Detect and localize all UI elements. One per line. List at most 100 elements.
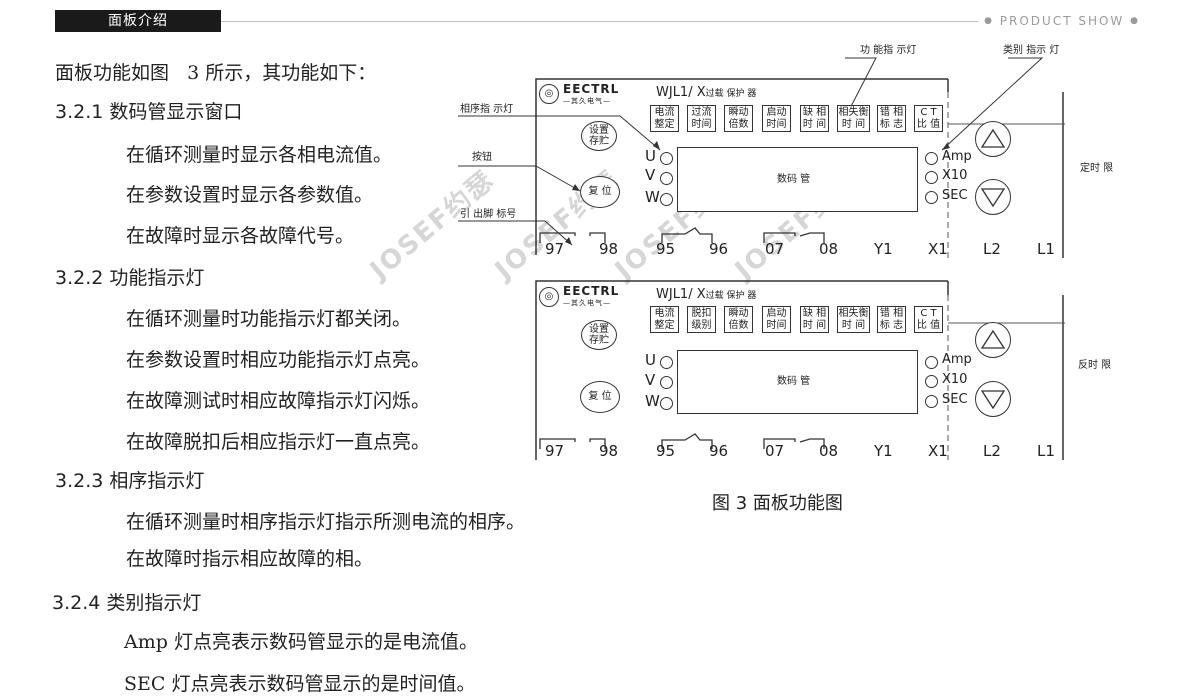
phase-led-w	[660, 397, 673, 410]
digital-display	[677, 147, 918, 212]
top-panel-frame	[535, 78, 948, 255]
terminal-96: 96	[709, 442, 729, 460]
section-3-2-2-line-3: 在故障测试时相应故障指示灯闪烁。	[126, 390, 431, 412]
terminal-08: 08	[819, 442, 839, 460]
func-button-current-setting[interactable]: 电流整定	[650, 306, 679, 333]
terminal-l1: L1	[1037, 240, 1055, 258]
up-button[interactable]	[975, 322, 1011, 358]
section-3-2-3-title: 3.2.3 相序指示灯	[55, 470, 205, 492]
terminal-x1: X1	[928, 442, 948, 460]
type-led-sec	[925, 191, 938, 204]
section-3-2-2-line-1: 在循环测量时功能指示灯都关闭。	[126, 308, 412, 330]
header-rule	[221, 21, 1146, 22]
section-3-2-4-line-1: Amp 灯点亮表示数码管显示的是电流值。	[124, 631, 478, 653]
terminal-l1: L1	[1037, 442, 1055, 460]
terminal-y1: Y1	[874, 240, 893, 258]
logo-subtitle: —其久电气—	[563, 97, 611, 105]
section-3-2-1-line-3: 在故障时显示各故障代号。	[126, 225, 355, 247]
section-3-2-4-line-2: SEC 灯点亮表示数码管显示的是时间值。	[124, 673, 476, 695]
type-led-amp	[925, 356, 938, 369]
phase-led-w	[660, 193, 673, 206]
func-button-imbalance-time[interactable]: 相失衡时 间	[837, 105, 870, 132]
phase-label-u: U	[645, 147, 656, 165]
func-button-phase-loss-time[interactable]: 缺 相时 间	[800, 105, 829, 132]
logo-icon: ◎	[539, 287, 559, 307]
terminal-08: 08	[819, 240, 839, 258]
type-led-amp	[925, 152, 938, 165]
side-label-definite-time: 定时 限	[1080, 163, 1114, 174]
phase-label-u: U	[645, 351, 656, 369]
func-button-current-setting[interactable]: 电流整定	[650, 105, 679, 132]
reset-button[interactable]: 复 位	[580, 381, 620, 413]
section-tab: 面板介绍	[55, 10, 221, 32]
func-button-instant-multiple[interactable]: 瞬动倍数	[724, 306, 753, 333]
up-triangle-icon	[980, 329, 1006, 349]
section-3-2-3-line-1: 在循环测量时相序指示灯指示所测电流的相序。	[126, 511, 526, 533]
terminal-96: 96	[709, 240, 729, 258]
terminal-95: 95	[656, 240, 676, 258]
set-store-button[interactable]: 设置 存贮	[581, 320, 617, 350]
display-label: 数码 管	[777, 174, 811, 185]
func-button-start-time[interactable]: 启动时间	[762, 105, 791, 132]
func-button-phase-error-flag[interactable]: 错 相标 志	[877, 306, 906, 333]
phase-label-v: V	[645, 371, 656, 389]
func-button-imbalance-time[interactable]: 相失衡时 间	[837, 306, 870, 333]
callout-phase-led: 相序指 示灯	[460, 104, 514, 115]
phase-label-w: W	[645, 392, 660, 410]
type-label-sec: SEC	[942, 188, 968, 203]
terminal-x1: X1	[928, 240, 948, 258]
up-triangle-icon	[980, 128, 1006, 148]
figure-caption: 图 3 面板功能图	[712, 493, 843, 514]
terminal-l2: L2	[983, 442, 1001, 460]
section-3-2-3-line-2: 在故障时指示相应故障的相。	[126, 548, 374, 570]
callout-button: 按钮	[472, 152, 492, 163]
type-label-x10: X10	[942, 372, 968, 387]
product-show-text: PRODUCT SHOW	[999, 14, 1125, 28]
terminal-98: 98	[599, 240, 619, 258]
terminal-07: 07	[765, 442, 785, 460]
func-button-phase-error-flag[interactable]: 错 相标 志	[877, 105, 906, 132]
type-led-x10	[925, 171, 938, 184]
up-button[interactable]	[975, 121, 1011, 157]
bottom-panel-frame	[535, 280, 948, 460]
side-label-inverse-time: 反时 限	[1078, 360, 1112, 371]
type-label-x10: X10	[942, 168, 968, 183]
phase-led-v	[660, 376, 673, 389]
section-3-2-4-title: 3.2.4 类别指示灯	[52, 592, 202, 614]
dot-icon: ●	[984, 16, 994, 26]
phase-led-u	[660, 152, 673, 165]
logo-icon: ◎	[539, 84, 559, 104]
func-button-overcurrent-time[interactable]: 过流时间	[687, 105, 716, 132]
reset-button[interactable]: 复 位	[580, 176, 620, 208]
type-led-sec	[925, 395, 938, 408]
func-button-start-time[interactable]: 启动时间	[762, 306, 791, 333]
down-triangle-icon	[980, 390, 1006, 410]
logo-brand: EECTRL	[563, 284, 620, 298]
dot-icon: ●	[1130, 16, 1140, 26]
callout-type-led: 类别 指示 灯	[1003, 45, 1060, 56]
intro-text: 面板功能如图 3 所示，其功能如下：	[55, 62, 377, 84]
down-button[interactable]	[975, 179, 1011, 215]
terminal-95: 95	[656, 442, 676, 460]
phase-led-v	[660, 172, 673, 185]
func-button-trip-class[interactable]: 脱扣级别	[687, 306, 716, 333]
section-3-2-2-line-4: 在故障脱扣后相应指示灯一直点亮。	[126, 431, 431, 453]
section-3-2-1-title: 3.2.1 数码管显示窗口	[55, 101, 243, 123]
down-triangle-icon	[980, 188, 1006, 208]
func-button-instant-multiple[interactable]: 瞬动倍数	[724, 105, 753, 132]
phase-led-u	[660, 356, 673, 369]
logo-brand: EECTRL	[563, 82, 620, 96]
callout-function-led: 功 能指 示灯	[860, 45, 917, 56]
phase-label-w: W	[645, 188, 660, 206]
logo-subtitle: —其久电气—	[563, 299, 611, 307]
down-button[interactable]	[975, 381, 1011, 417]
callout-pin-label: 引 出脚 标号	[460, 209, 517, 220]
type-led-x10	[925, 375, 938, 388]
set-store-button[interactable]: 设置 存贮	[581, 121, 617, 151]
terminal-07: 07	[765, 240, 785, 258]
section-3-2-2-line-2: 在参数设置时相应功能指示灯点亮。	[126, 349, 431, 371]
func-button-phase-loss-time[interactable]: 缺 相时 间	[800, 306, 829, 333]
type-label-sec: SEC	[942, 392, 968, 407]
